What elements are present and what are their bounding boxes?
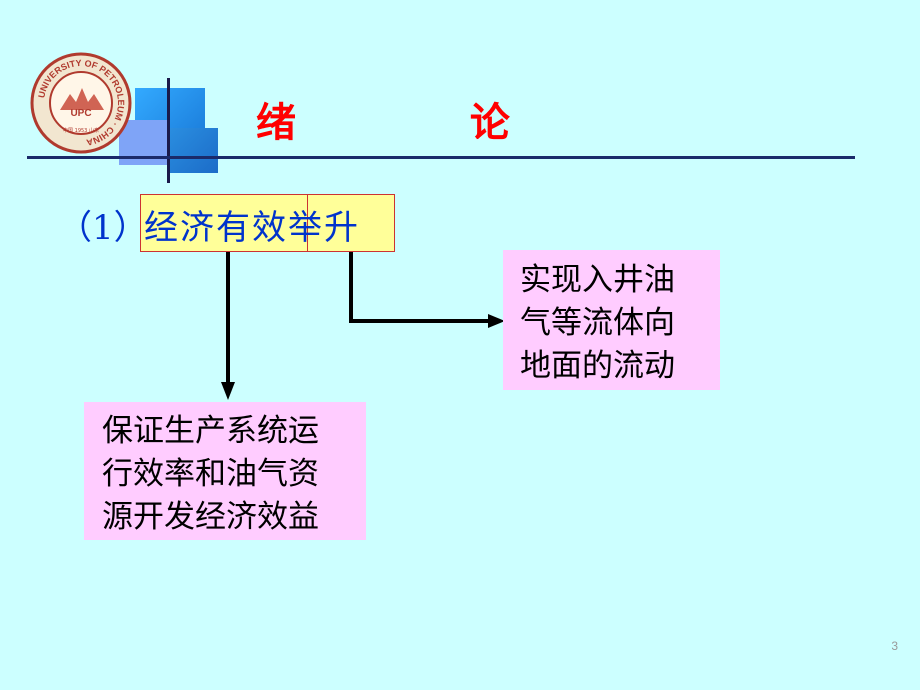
highlight-box (140, 194, 395, 252)
logo-center-text: UPC (70, 108, 91, 119)
box-economic-benefit: 保证生产系统运 行效率和油气资 源开发经济效益 (84, 402, 366, 540)
highlight-box-divider (307, 195, 308, 251)
box-fluid-flow: 实现入井油 气等流体向 地面的流动 (503, 250, 720, 390)
item-number: （1） (58, 208, 148, 248)
highlight-text: 经济有效举升 (144, 208, 360, 248)
page-number: 3 (891, 639, 898, 653)
arrow-down-head (221, 382, 235, 400)
header-deco-square-blue-small (170, 128, 218, 173)
logo-bottom-text: 中国 1953 山东 (63, 127, 99, 134)
header-vertical-rule (167, 78, 170, 183)
header-horizontal-rule (27, 156, 855, 159)
arrow-right-head (488, 314, 505, 328)
arrow-right-line (349, 252, 490, 323)
university-logo-icon: UNIVERSITY OF PETROLEUM · CHINA UPC 中国 1… (30, 52, 132, 154)
slide-title: 绪 论 (256, 99, 590, 146)
